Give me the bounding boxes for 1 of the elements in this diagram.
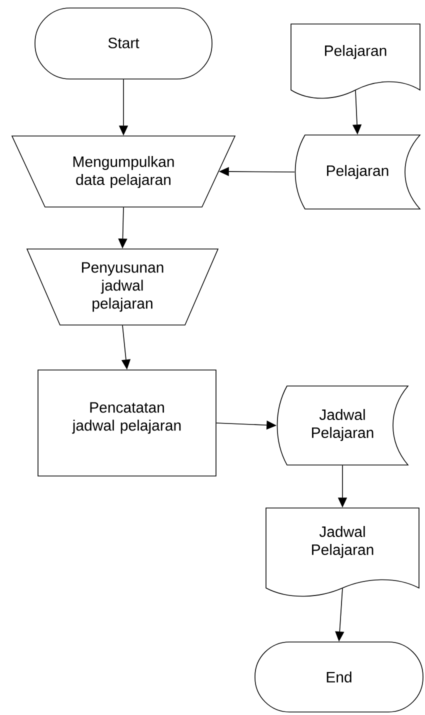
- process-box: Pencatatan jadwal pelajaran: [38, 370, 216, 476]
